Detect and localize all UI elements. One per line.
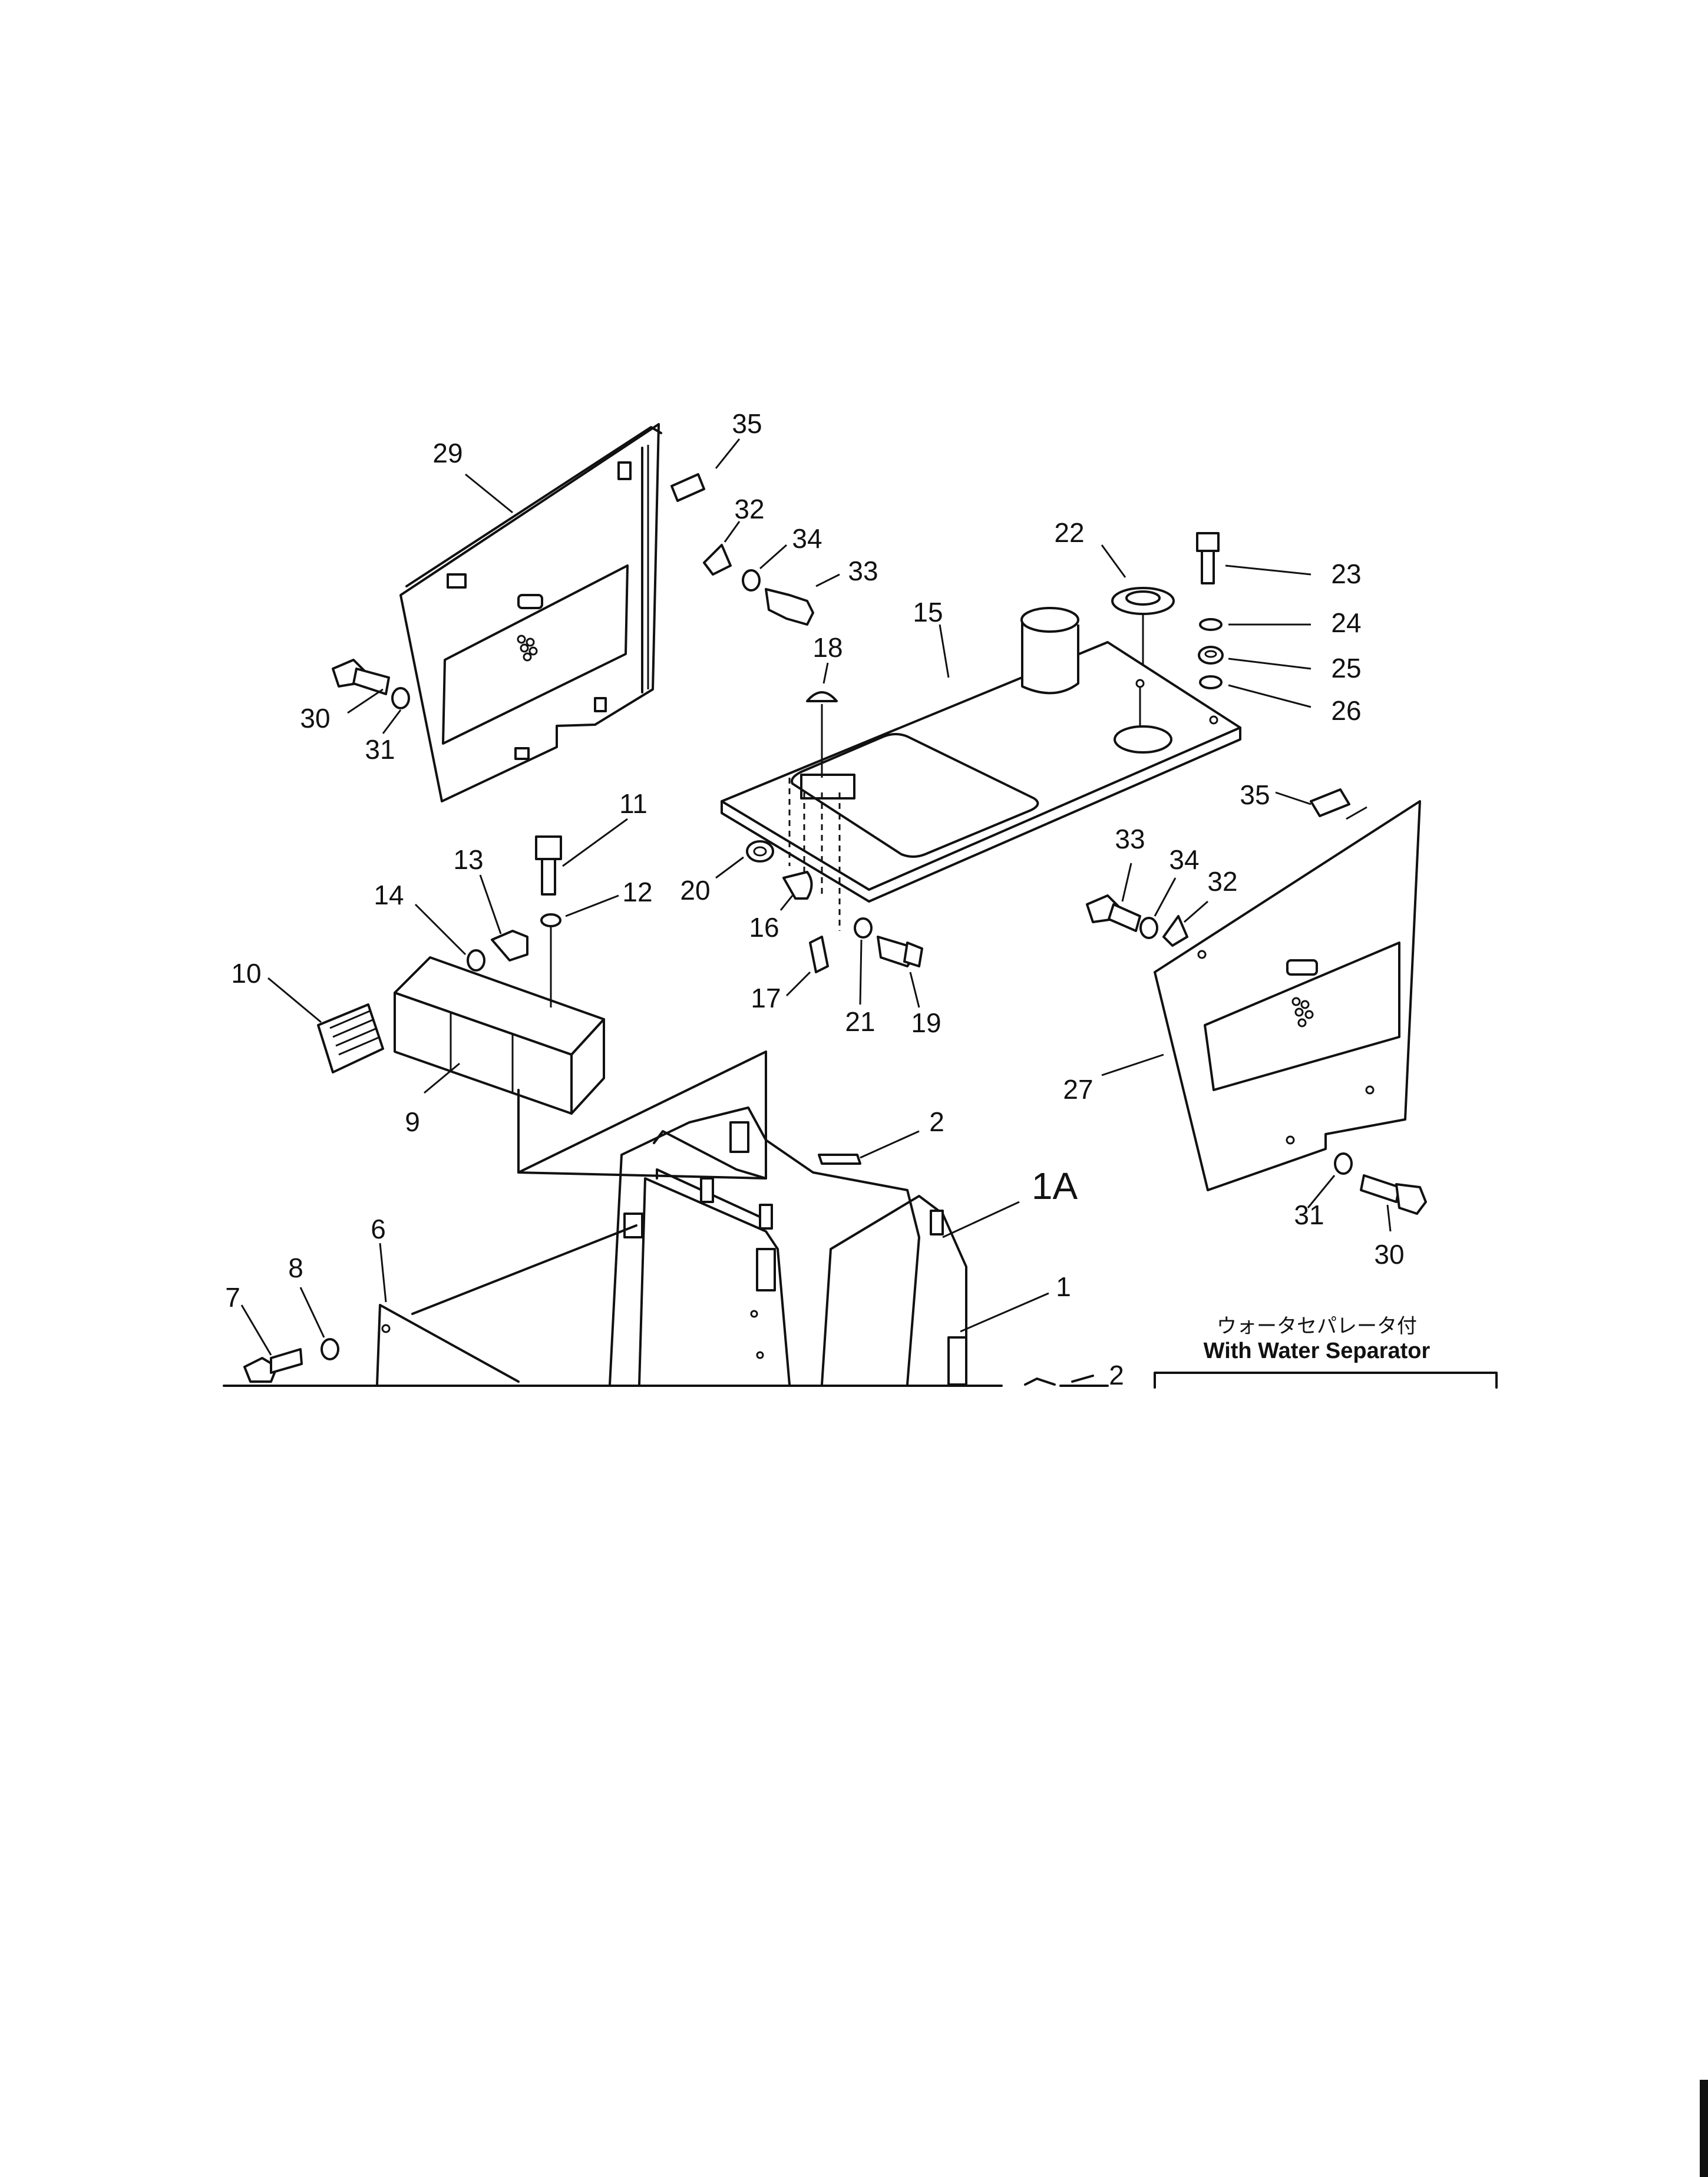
part-32-clip-right [1162,915,1188,947]
callout-2: 2 [929,1106,944,1137]
part-13-bolt [491,930,528,962]
part-1-frame [609,1106,967,1386]
scan-edge-mark [1700,2080,1708,2177]
callout-35-upper: 35 [732,408,762,439]
part-33-bolt-right [1086,894,1141,932]
part-31-washer-right [1334,1152,1353,1175]
part-34-washer-right [1139,917,1158,939]
part-30-bolt-right [1360,1174,1427,1215]
part-10-grille [317,1003,384,1073]
callout-30-right: 30 [1374,1239,1404,1270]
callout-6: 6 [371,1214,386,1244]
leader-lines [240,438,1392,1356]
callout-31-right: 31 [1294,1200,1324,1230]
part-19-bolt [877,936,923,967]
vent-holes [1291,997,1314,1028]
callout-34-upper: 34 [792,523,822,554]
part-29-side-panel-left [399,423,662,802]
callout-32-upper: 32 [734,494,764,524]
callout-14: 14 [374,880,404,910]
part-22-cap [1111,587,1175,666]
callout-2-bottom: 2 [1109,1360,1124,1390]
part-35-clip-right [1310,788,1350,817]
callout-21: 21 [845,1006,875,1037]
part-17-bracket [809,936,829,973]
callout-7: 7 [225,1282,240,1313]
part-25-nut [1198,646,1224,665]
part-9-duct-box [394,956,605,1115]
part-18-cap [806,691,838,702]
vent-holes [517,635,538,662]
note-english: With Water Separator [1204,1339,1431,1363]
part-34-washer-upper [742,569,761,592]
callout-20: 20 [680,875,710,906]
part-11-bolt [535,835,562,896]
part-12-washer [540,913,561,927]
callout-34-right: 34 [1169,844,1199,875]
callout-29: 29 [432,438,462,468]
note-japanese: ウォータセパレータ付 [1217,1315,1417,1337]
callout-22: 22 [1054,517,1084,548]
part-31-washer-upper [391,687,410,709]
callout-24: 24 [1331,607,1361,638]
callout-16: 16 [749,912,779,943]
callout-19: 19 [911,1007,941,1038]
callout-33-right: 33 [1115,824,1145,854]
callout-1A: 1A [1032,1165,1078,1207]
callout-33-upper: 33 [848,556,878,586]
callout-labels: 29 35 32 34 33 22 23 24 25 26 15 18 30 3… [225,408,1404,1390]
callout-35-right: 35 [1240,779,1270,810]
water-separator-inset: ウォータセパレータ付 With Water Separator [1154,1315,1498,1389]
part-15-top-cover [721,607,1241,903]
callout-13: 13 [453,844,483,875]
callout-23: 23 [1331,559,1361,589]
part-16-latch [782,871,813,900]
callout-12: 12 [622,877,652,907]
callout-11: 11 [619,788,647,819]
part-20-nut [746,840,774,863]
part-33-bolt-upper [765,588,814,626]
callout-9: 9 [405,1106,420,1137]
callout-25: 25 [1331,653,1361,683]
part-2-clip [818,1154,861,1165]
part-26-washer [1199,675,1223,689]
part-23-bolt [1196,532,1220,584]
part-7-bolt [243,1348,303,1383]
part-8-washer [321,1338,339,1360]
callout-15: 15 [913,597,943,627]
callout-10: 10 [231,958,261,989]
callout-18: 18 [812,632,843,663]
part-14-washer [467,949,485,972]
callout-17: 17 [751,983,781,1013]
callout-26: 26 [1331,695,1361,726]
callout-8: 8 [288,1253,303,1283]
callout-30-upper: 30 [300,703,330,734]
part-35-clip-upper [670,473,705,502]
callout-32-right: 32 [1207,866,1237,897]
part-24-washer [1199,618,1223,631]
part-6-panel [376,1304,520,1386]
callout-31-upper: 31 [365,734,395,765]
part-30-bolt-upper [332,659,390,695]
callout-1: 1 [1056,1271,1071,1302]
latch-leaders [788,774,855,931]
part-32-clip-upper [703,544,732,576]
part-21-washer [854,917,873,939]
part-27-side-panel-right [1154,800,1421,1191]
callout-27: 27 [1063,1074,1093,1105]
